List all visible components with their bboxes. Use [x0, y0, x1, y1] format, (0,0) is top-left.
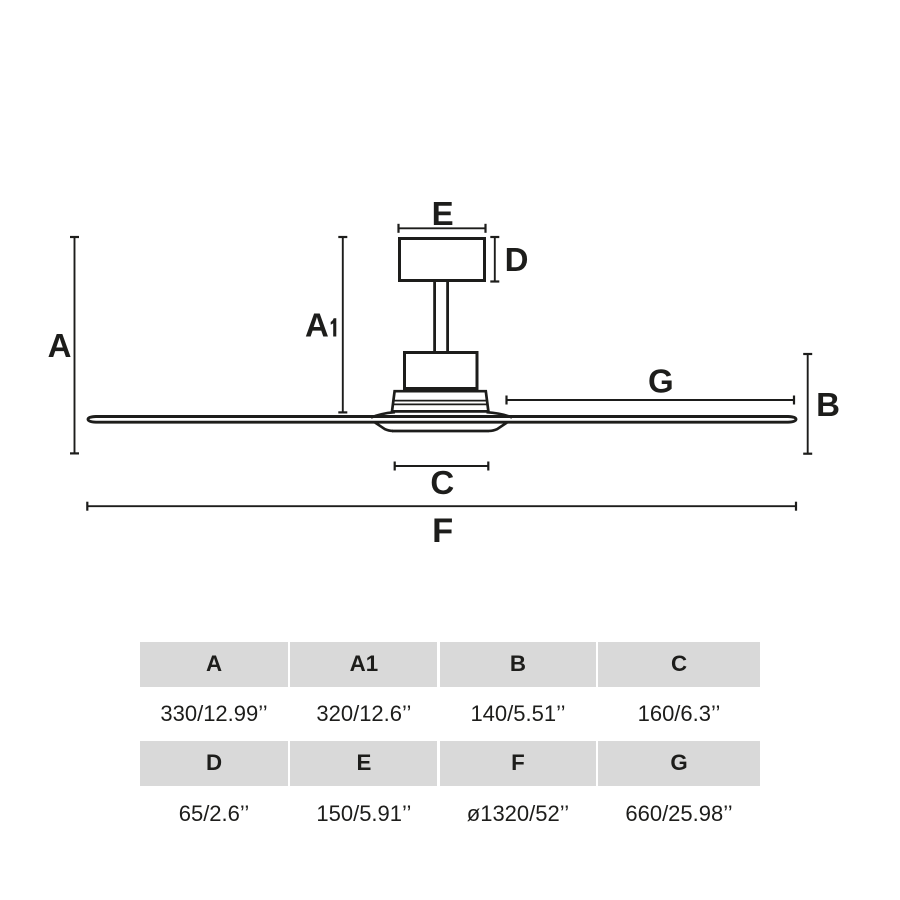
svg-text:F: F [432, 512, 453, 550]
svg-text:B: B [816, 386, 840, 423]
svg-text:A: A [305, 307, 329, 344]
svg-text:A: A [48, 327, 72, 364]
svg-text:C: C [430, 464, 454, 501]
svg-text:D: D [505, 241, 529, 278]
svg-text:G: G [648, 363, 674, 400]
svg-text:E: E [432, 195, 454, 232]
